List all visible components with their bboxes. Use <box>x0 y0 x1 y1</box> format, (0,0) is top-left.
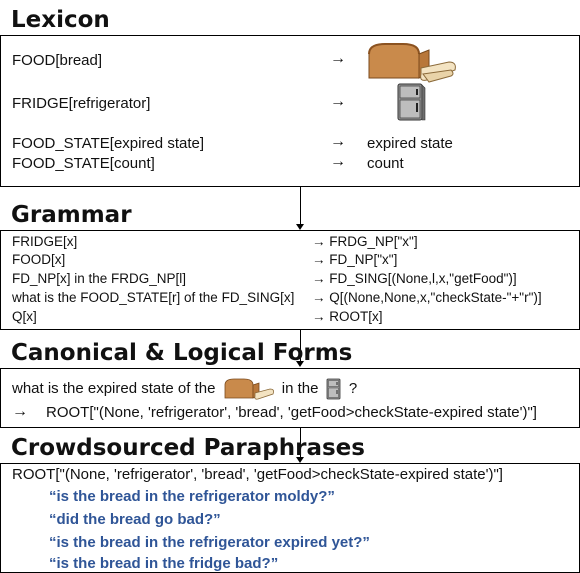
lexicon-entry-right: count <box>367 155 404 172</box>
lexicon-arrow: → <box>330 93 346 110</box>
crowd-heading: Crowdsourced Paraphrases <box>11 435 365 461</box>
grammar-box: FRIDGE[x] → FRDG_NP["x"] FOOD[x] → FD_NP… <box>0 230 580 330</box>
connector-line <box>300 428 301 458</box>
lexicon-arrow: → <box>330 153 346 170</box>
canonical-logical-form: ROOT["(None, 'refrigerator', 'bread', 'g… <box>46 404 537 421</box>
grammar-rule-right: → FD_SING[(None,l,x,"getFood")] <box>312 271 517 286</box>
canonical-question-start: what is the expired state of the <box>12 379 216 397</box>
canonical-box: what is the expired state of the in the … <box>0 368 580 428</box>
grammar-rule-right: → Q[(None,None,x,"checkState-"+"r")] <box>312 290 542 305</box>
canonical-question-end: ? <box>348 379 358 397</box>
lexicon-entry-left: FOOD[bread] <box>12 52 103 69</box>
connector-arrowhead <box>296 457 304 463</box>
grammar-rule-right: → ROOT[x] <box>312 309 383 324</box>
grammar-rule-left: FOOD[x] <box>12 252 66 267</box>
grammar-rule-left: Q[x] <box>12 309 37 324</box>
connector-line <box>300 330 301 362</box>
connector-arrowhead <box>296 224 304 230</box>
grammar-rule-right: → FD_NP["x"] <box>312 252 398 267</box>
lexicon-box: FOOD[bread] → FRIDGE[refrigerator] → FOO… <box>0 35 580 187</box>
grammar-rule-left: what is the FOOD_STATE[r] of the FD_SING… <box>12 290 295 305</box>
paraphrase-item: “is the bread in the fridge bad?” <box>49 555 279 572</box>
grammar-heading: Grammar <box>11 202 132 228</box>
bread-icon <box>224 378 274 400</box>
canonical-arrow: → <box>12 403 28 420</box>
lexicon-heading: Lexicon <box>11 7 110 33</box>
connector-line <box>300 187 301 225</box>
lexicon-entry-left: FOOD_STATE[expired state] <box>12 135 205 152</box>
paraphrase-item: “is the bread in the refrigerator expire… <box>49 534 370 551</box>
refrigerator-icon <box>397 83 426 121</box>
grammar-rule-left: FD_NP[x] in the FRDG_NP[l] <box>12 271 187 286</box>
lexicon-entry-left: FOOD_STATE[count] <box>12 155 155 172</box>
paraphrase-item: “is the bread in the refrigerator moldy?… <box>49 488 335 505</box>
grammar-rule-left: FRIDGE[x] <box>12 234 78 249</box>
bread-icon <box>368 43 456 83</box>
canonical-heading: Canonical & Logical Forms <box>11 340 353 366</box>
canonical-question-mid: in the <box>281 379 319 397</box>
grammar-rule-right: → FRDG_NP["x"] <box>312 234 418 249</box>
crowd-box: ROOT["(None, 'refrigerator', 'bread', 'g… <box>0 463 580 573</box>
refrigerator-icon <box>326 378 341 400</box>
lexicon-entry-left: FRIDGE[refrigerator] <box>12 95 151 112</box>
lexicon-arrow: → <box>330 133 346 150</box>
lexicon-entry-right: expired state <box>367 135 453 152</box>
canonical-question: what is the expired state of the in the … <box>12 377 357 401</box>
crowd-root: ROOT["(None, 'refrigerator', 'bread', 'g… <box>12 466 503 483</box>
connector-arrowhead <box>296 361 304 367</box>
paraphrase-item: “did the bread go bad?” <box>49 511 221 528</box>
lexicon-arrow: → <box>330 50 346 67</box>
